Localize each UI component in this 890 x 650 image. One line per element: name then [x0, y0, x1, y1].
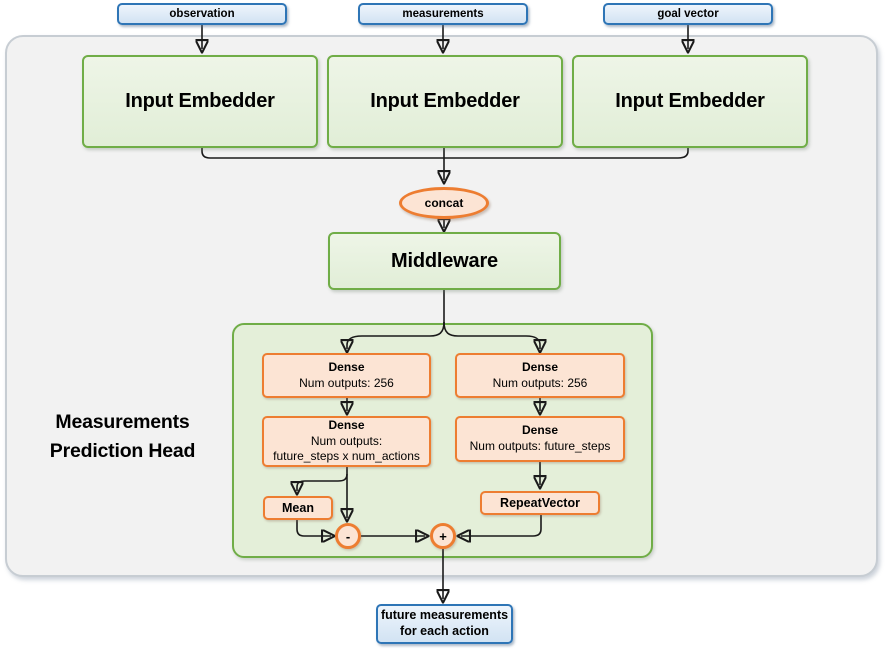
- input-embedder-3: Input Embedder: [572, 55, 808, 148]
- input-embedder-2: Input Embedder: [327, 55, 563, 148]
- output-label-line2: for each action: [400, 624, 489, 638]
- mean-node: Mean: [263, 496, 333, 520]
- dense-left-1: Dense Num outputs: 256: [262, 353, 431, 398]
- dense-subtitle: Num outputs: 256: [492, 375, 588, 390]
- dense-title: Dense: [521, 423, 559, 438]
- dense-subtitle: Num outputs:: [310, 433, 383, 448]
- prediction-head-label-line1: Measurements: [55, 411, 190, 433]
- input-node-observation: observation: [117, 3, 287, 25]
- input-node-goal-vector: goal vector: [603, 3, 773, 25]
- output-node: future measurements for each action: [376, 604, 513, 644]
- repeat-vector-label: RepeatVector: [500, 495, 580, 510]
- dense-right-1: Dense Num outputs: 256: [455, 353, 625, 398]
- mean-label: Mean: [282, 500, 314, 515]
- add-operator: +: [430, 523, 456, 549]
- input-label: measurements: [402, 7, 484, 20]
- concat-node: concat: [399, 187, 489, 219]
- input-node-measurements: measurements: [358, 3, 528, 25]
- input-embedder-1: Input Embedder: [82, 55, 318, 148]
- output-label-line1: future measurements: [380, 608, 509, 623]
- input-embedder-label: Input Embedder: [370, 90, 520, 112]
- dense-right-2: Dense Num outputs: future_steps: [455, 416, 625, 462]
- input-label: observation: [169, 7, 235, 20]
- prediction-head-label-line2: Prediction Head: [49, 440, 196, 462]
- dense-subtitle-2: future_steps x num_actions: [273, 449, 420, 464]
- repeat-vector-node: RepeatVector: [480, 491, 600, 515]
- dense-title: Dense: [328, 418, 365, 433]
- plus-icon: +: [439, 528, 447, 544]
- input-embedder-label: Input Embedder: [125, 90, 275, 112]
- concat-label: concat: [424, 196, 464, 210]
- prediction-head-label: Measurements Prediction Head: [25, 408, 220, 466]
- dense-left-2: Dense Num outputs: future_steps x num_ac…: [262, 416, 431, 467]
- dense-title: Dense: [521, 359, 559, 374]
- minus-icon: -: [345, 528, 351, 544]
- dense-subtitle: Num outputs: future_steps: [469, 439, 611, 453]
- input-embedder-label: Input Embedder: [615, 90, 765, 112]
- dense-title: Dense: [328, 359, 365, 374]
- dense-subtitle: Num outputs: 256: [299, 375, 394, 390]
- input-label: goal vector: [657, 7, 719, 20]
- middleware-node: Middleware: [328, 232, 561, 290]
- subtract-operator: -: [335, 523, 361, 549]
- middleware-label: Middleware: [391, 249, 498, 272]
